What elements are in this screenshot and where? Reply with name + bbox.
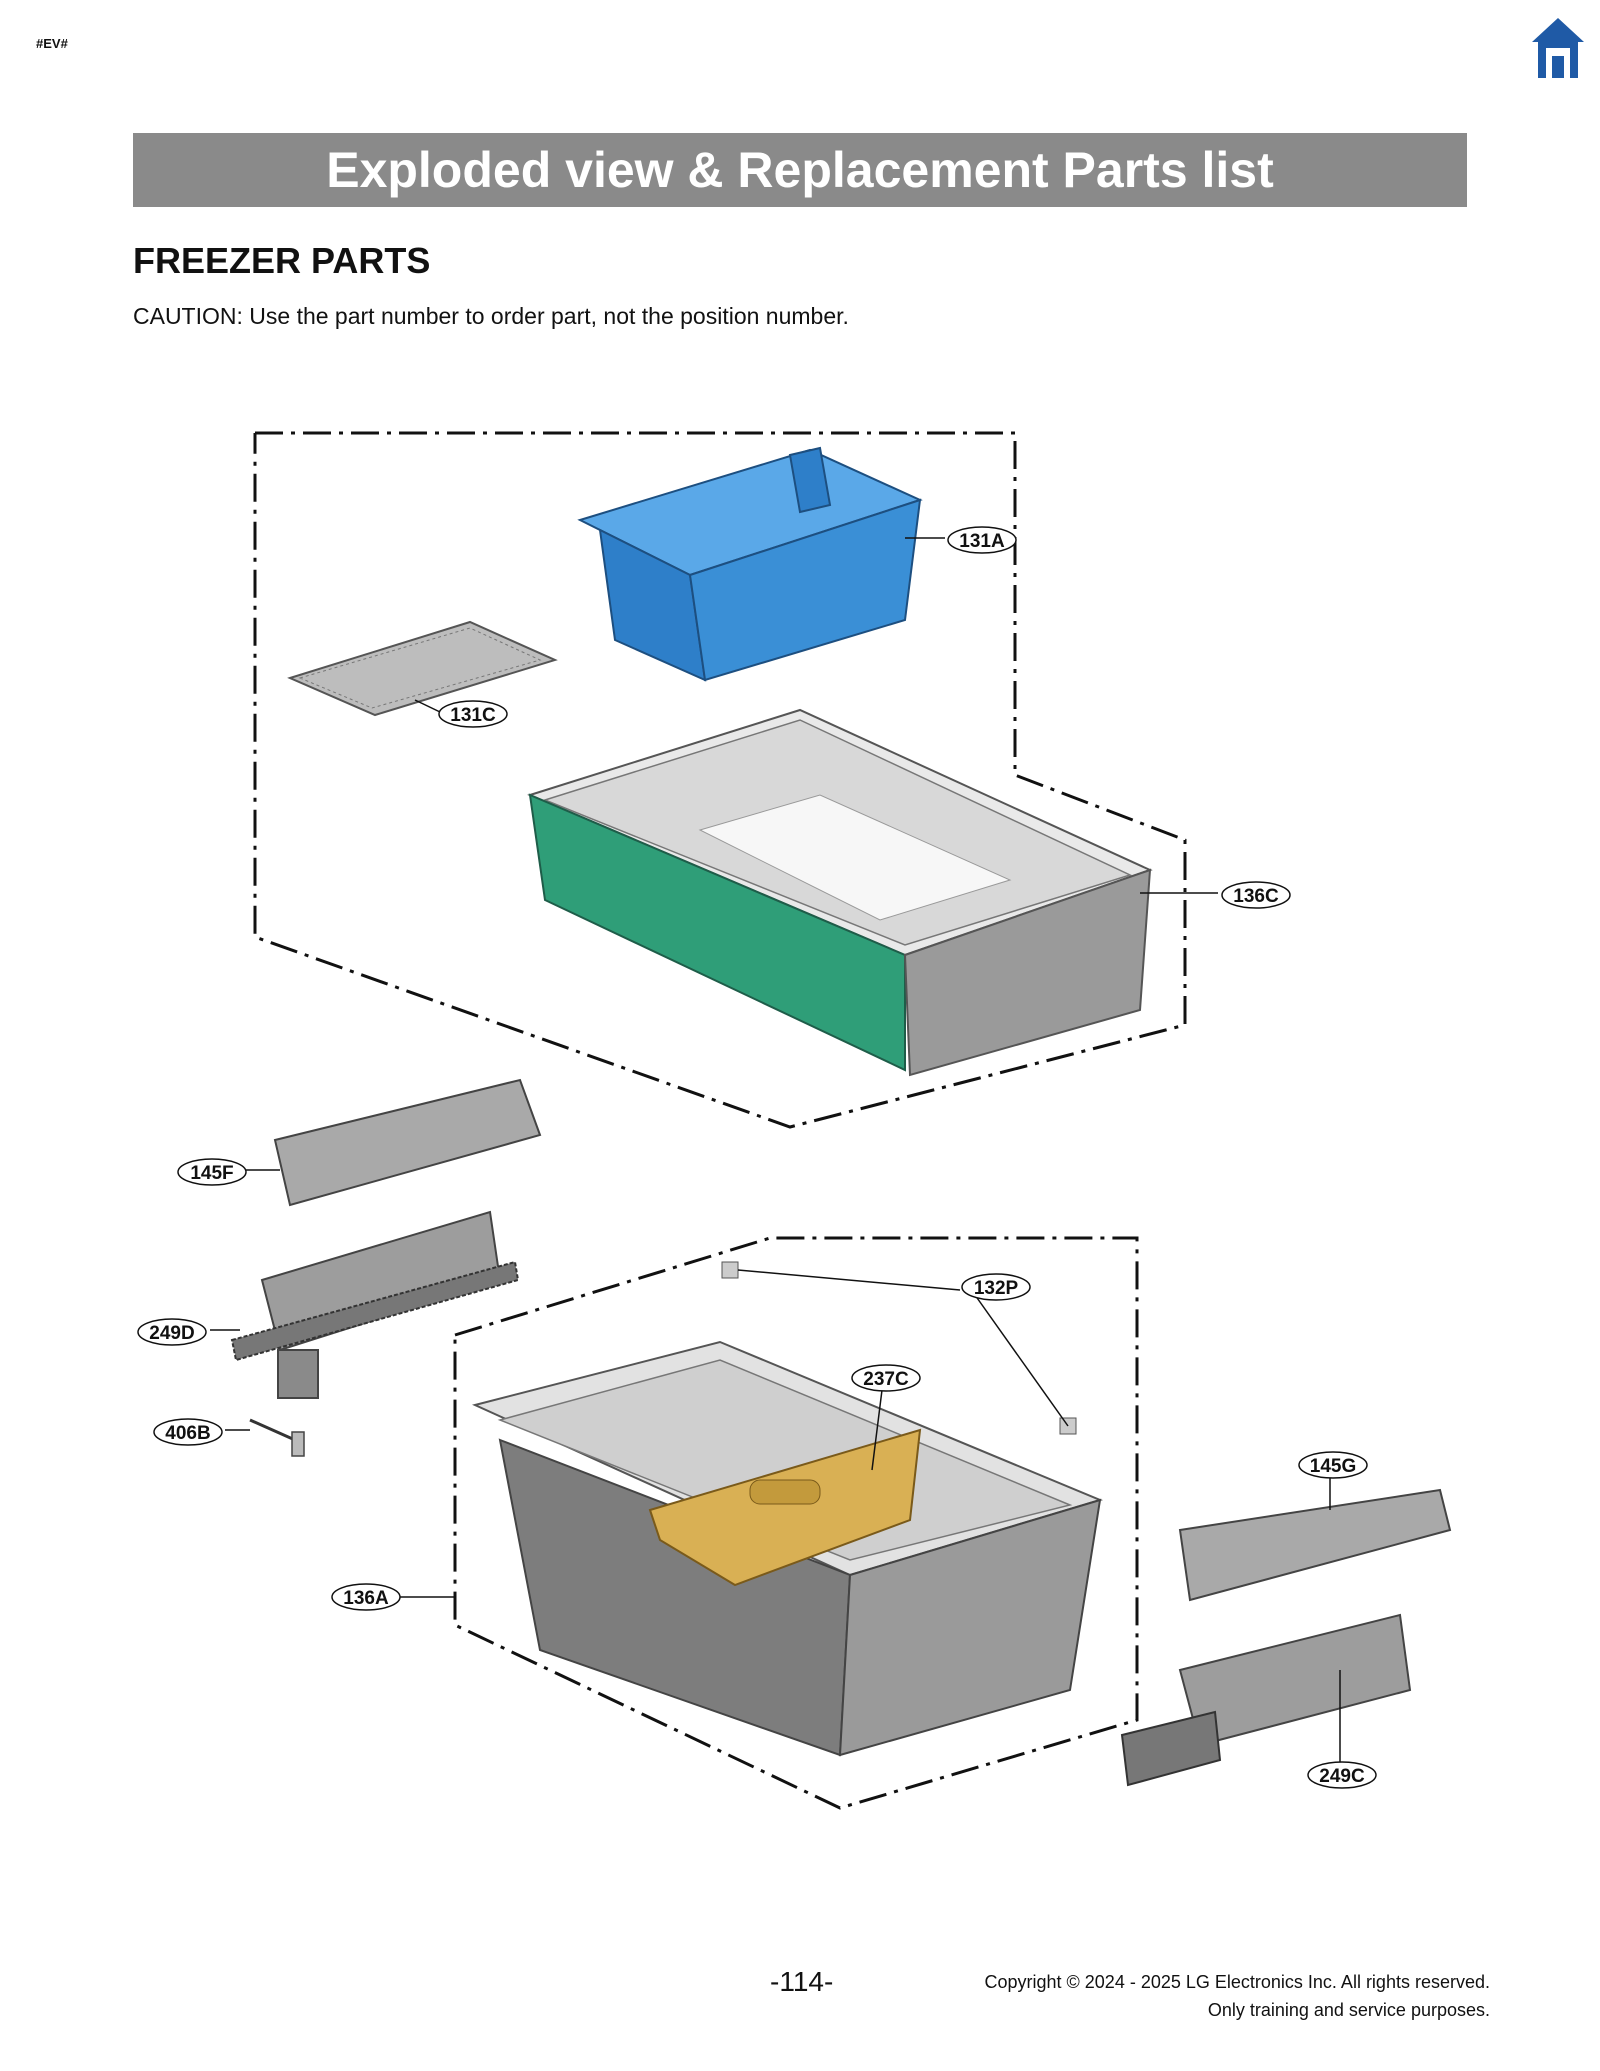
page-number: -114- — [770, 1966, 834, 1997]
svg-text:249C: 249C — [1319, 1766, 1365, 1787]
section-title: FREEZER PARTS — [133, 240, 431, 281]
svg-text:249D: 249D — [149, 1323, 194, 1344]
copyright-line: Copyright © 2024 - 2025 LG Electronics I… — [984, 1972, 1490, 1992]
svg-text:131C: 131C — [450, 705, 496, 726]
rail-249c — [1120, 1613, 1412, 1787]
svg-text:145G: 145G — [1310, 1456, 1356, 1477]
callout-406b: 406B — [153, 1418, 223, 1446]
harness-406b — [249, 1418, 305, 1457]
caution-note: CAUTION: Use the part number to order pa… — [133, 303, 849, 329]
callout-131a: 131A — [947, 526, 1017, 554]
document-code: #EV# — [36, 36, 68, 51]
callout-136c: 136C — [1221, 881, 1291, 909]
callout-145g: 145G — [1298, 1451, 1368, 1479]
page-banner: Exploded view & Replacement Parts list — [133, 133, 1467, 207]
callout-132p: 132P — [961, 1273, 1031, 1301]
rail-249d — [230, 1210, 520, 1399]
svg-text:406B: 406B — [165, 1423, 210, 1444]
callout-131c: 131C — [438, 700, 508, 728]
mat-131c — [287, 620, 558, 717]
home-icon[interactable] — [1530, 16, 1586, 80]
svg-text:132P: 132P — [974, 1278, 1019, 1299]
basket-136a — [472, 1340, 1103, 1757]
svg-text:136C: 136C — [1233, 886, 1279, 907]
callout-249c: 249C — [1307, 1761, 1377, 1789]
callout-249d: 249D — [137, 1318, 207, 1346]
purpose-line: Only training and service purposes. — [1207, 2000, 1490, 2020]
pad-132p-a — [721, 1261, 739, 1279]
callout-145f: 145F — [177, 1158, 247, 1186]
leader-lines — [210, 537, 1341, 1762]
svg-text:237C: 237C — [863, 1369, 909, 1390]
callout-136a: 136A — [331, 1583, 401, 1611]
upper-group-boundary — [253, 431, 1187, 1129]
rail-145g — [1178, 1488, 1452, 1602]
bin-131a — [577, 446, 923, 682]
drawer-136c — [527, 708, 1153, 1077]
svg-text:145F: 145F — [190, 1163, 233, 1184]
svg-text:131A: 131A — [959, 531, 1005, 552]
lower-group-boundary — [453, 1236, 1139, 1810]
rail-145f — [273, 1078, 542, 1207]
callout-237c: 237C — [851, 1364, 921, 1392]
svg-text:136A: 136A — [343, 1588, 389, 1609]
